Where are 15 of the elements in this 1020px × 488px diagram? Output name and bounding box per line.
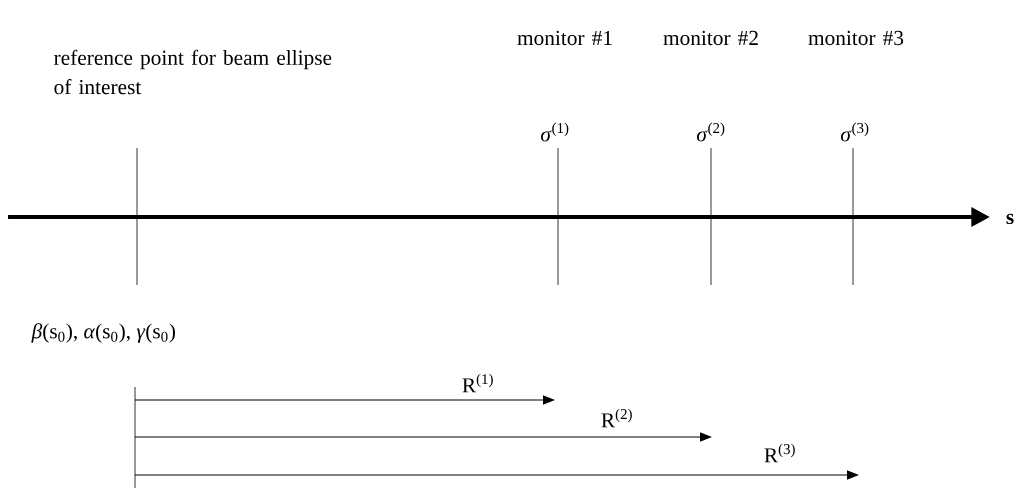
edge-label: R$^{(1)}$	[462, 373, 493, 393]
sigma-label: σ$^{(3)}$	[841, 122, 869, 142]
axis-label: s	[1006, 213, 1014, 225]
arrow	[134, 395, 555, 405]
sigma-label: σ$^{(2)}$	[697, 122, 725, 142]
twiss-parameter-label: β(s$_{0}$), α(s$_{0}$), γ(s$_{0}$)	[31, 323, 175, 343]
edge-label: R$^{(2)}$	[601, 408, 632, 428]
caption-text: reference point for beam ellipse of interest	[54, 49, 332, 95]
monitor-label: monitor #3	[808, 30, 904, 46]
monitor-label: monitor #2	[663, 30, 758, 46]
edge-label: R$^{(3)}$	[764, 443, 795, 463]
monitor-label: monitor #1	[517, 30, 612, 46]
sigma-label: σ$^{(1)}$	[541, 122, 569, 142]
arrow	[134, 432, 712, 442]
arrow	[134, 470, 859, 480]
